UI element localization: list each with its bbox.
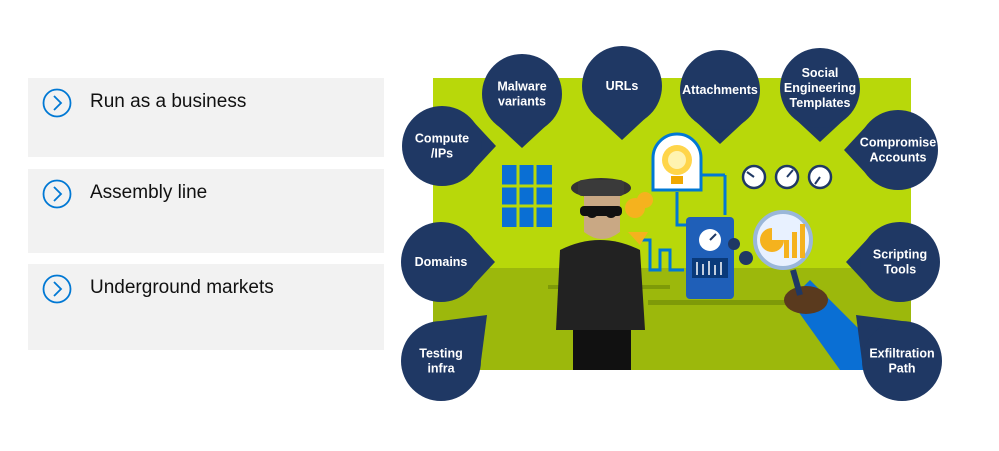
badge-circle [482, 54, 562, 134]
badge-label-line: variants [498, 95, 546, 109]
badge-circle [780, 48, 860, 128]
badge-label-line: Accounts [870, 151, 927, 165]
gauge-icons [741, 164, 833, 190]
chevron-right-circle-icon [42, 88, 72, 118]
badge-label-line: Testing [419, 347, 463, 361]
lightbulb-machine-icon [651, 132, 727, 215]
list-item-label: Assembly line [90, 182, 208, 203]
cloud-funnel-icon [625, 192, 653, 245]
badge-label-line: infra [427, 362, 455, 376]
windows-grid-icon [502, 165, 552, 227]
list-item-run-as-business[interactable]: Run as a business [28, 78, 384, 157]
badge-label-line: /IPs [431, 147, 453, 161]
badge-label-line: Domains [415, 255, 468, 269]
badge-label-line: Path [888, 362, 915, 376]
badge-circle [858, 110, 938, 190]
badge-compute: Compute/IPs [402, 106, 496, 186]
list-item-underground-markets[interactable]: Underground markets [28, 264, 384, 350]
list-item-label: Run as a business [90, 91, 247, 112]
badge-circle [401, 222, 481, 302]
badge-domains: Domains [401, 222, 495, 302]
pipe-network [640, 192, 690, 272]
badge-circle [680, 50, 760, 130]
badge-label-line: Malware [497, 80, 546, 94]
badge-label-line: Compute [415, 132, 469, 146]
badge-label-line: URLs [606, 79, 639, 93]
badge-circle [582, 46, 662, 126]
badge-label-line: Attachments [682, 83, 758, 97]
control-machine-icon [686, 217, 753, 299]
chevron-right-circle-icon [42, 179, 72, 209]
badge-label-line: Tools [884, 263, 916, 277]
list-item-label: Underground markets [90, 277, 274, 298]
badge-label-line: Exfiltration [869, 347, 934, 361]
magnifier-hand-icon [753, 210, 880, 370]
badge-circle [862, 321, 942, 401]
hacker-figure [556, 178, 645, 370]
badge-label-line: Templates [790, 96, 851, 110]
badge-label-line: Scripting [873, 248, 927, 262]
list-item-assembly-line[interactable]: Assembly line [28, 169, 384, 253]
badge-attachments: Attachments [680, 50, 760, 144]
badge-urls: URLs [582, 46, 662, 140]
badge-circle [401, 321, 481, 401]
badge-label-line: Social [802, 66, 839, 80]
conveyor-belt [648, 300, 808, 305]
badge-label-line: Compromise [860, 136, 936, 150]
chevron-right-circle-icon [42, 274, 72, 304]
badge-label-line: Engineering [784, 81, 856, 95]
badge-circle [860, 222, 940, 302]
badge-circle [402, 106, 482, 186]
